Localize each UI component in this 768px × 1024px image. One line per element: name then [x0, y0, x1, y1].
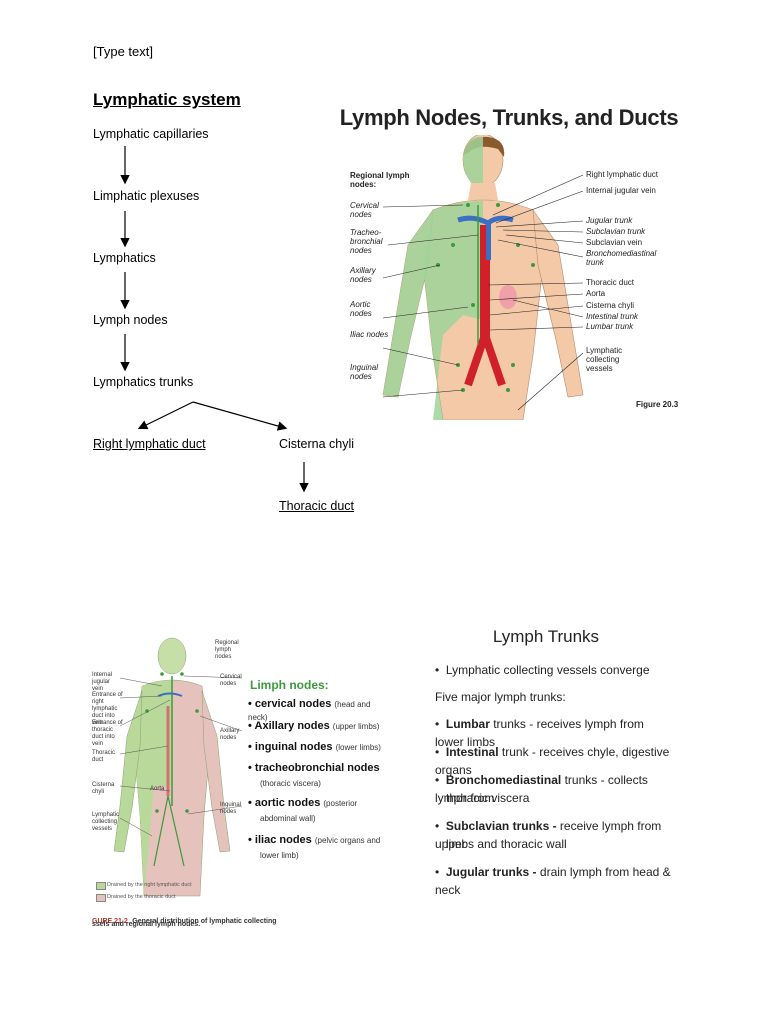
arrow-branch-right	[192, 401, 288, 431]
list-sub-abdominal-wall: abdominal wall)	[260, 814, 316, 823]
flow-step-plexuses: Limphatic plexuses	[93, 189, 200, 203]
flow-branch-right-duct: Right lymphatic duct	[93, 437, 206, 451]
body-illustration-2	[113, 637, 243, 897]
figure1-caption: Figure 20.3	[636, 400, 679, 409]
flow-branch-cisterna: Cisterna chyli	[279, 437, 355, 451]
slide-bullet-jugular: • Jugular trunks - drain lymph from head…	[435, 865, 671, 897]
label-lymphatic-collecting-vessels: Lymphatic collecting vessels	[586, 346, 623, 373]
label-aorta: Aorta	[586, 289, 606, 298]
label-regional-lymph-nodes: Regional lymph nodes:	[350, 171, 410, 189]
legend-thoracic-duct: Drained by the thoracic duct	[107, 894, 176, 900]
slide-bullet-intestinal: • Intestinal trunk - receives chyle, dig…	[435, 745, 670, 777]
label2-cisterna-chyli: Cisterna chyli	[92, 782, 115, 795]
body-illustration	[382, 135, 584, 420]
flow-arrows	[120, 146, 309, 493]
figure2-caption: GURE 21.2 General distribution of lympha…	[92, 918, 277, 925]
figure2-caption-line2: ssels and regional lymph nodes.	[92, 921, 201, 928]
flow-final-thoracic: Thoracic duct	[279, 499, 355, 513]
slide-bullet-bronchomediastinal: • Bronchomediastinal trunks - collects l…	[435, 773, 648, 805]
slide-bullet-lumbar: • Lumbar trunks - receives lymph from lo…	[435, 717, 644, 749]
label2-entrance-right-duct: Entrance of right lymphatic duct into ve…	[92, 692, 123, 726]
figure-lymph-node-distribution: Internal jugular vein Entrance of right …	[92, 636, 384, 938]
label2-regional-lymph-nodes: Regional lymph nodes	[215, 640, 239, 660]
label-thoracic-duct: Thoracic duct	[586, 278, 635, 287]
flow-step-trunks: Lymphatics trunks	[93, 375, 194, 389]
label2-internal-jugular-vein: Internal jugular vein	[92, 672, 113, 692]
label-internal-jugular-vein: Internal jugular vein	[586, 186, 656, 195]
slide-bullet-converge: • Lymphatic collecting vessels converge	[435, 663, 650, 677]
label-tracheobronchial-nodes: Tracheo-bronchial nodes	[350, 228, 383, 255]
list-item-tracheobronchial: • tracheobronchial nodes	[248, 762, 380, 774]
list-sub-thoracic-viscera: (thoracic viscera)	[260, 779, 321, 788]
legend-right-duct: Drained by the right lymphatic duct	[107, 882, 192, 888]
label2-cervical-nodes: Cervical nodes	[220, 674, 242, 687]
label2-collecting-vessels: Lymphatic collecting vessels	[92, 812, 120, 832]
slide-lymph-trunks: Lymph Trunks • Lymphatic collecting vess…	[421, 613, 671, 903]
list-item-axillary: • Axillary nodes (upper limbs)	[248, 720, 380, 732]
label2-axillary-nodes: Axillary nodes	[220, 728, 240, 741]
arrow-branch-left	[137, 401, 194, 430]
slide-subclavian-line2: limbs and thoracic wall	[446, 837, 567, 851]
list-item-inguinal: • inguinal nodes (lower limbs)	[248, 741, 381, 753]
label-right-lymphatic-duct: Right lymphatic duct	[586, 170, 659, 179]
label-inguinal-nodes: Inguinal nodes	[350, 363, 379, 381]
list-item-aortic: • aortic nodes (posterior	[248, 797, 358, 809]
list-item-iliac: • iliac nodes (pelvic organs and	[248, 834, 381, 846]
flow-step-capillaries: Lymphatic capillaries	[93, 127, 209, 141]
slide-bronchomediastinal-line2: thoracic viscera	[446, 791, 530, 805]
lymph-node-dots	[436, 203, 535, 392]
leader-lines-2	[119, 675, 243, 837]
vessels	[457, 205, 517, 387]
label-subclavian-trunk: Subclavian trunk	[586, 227, 646, 236]
label2-thoracic-duct: Thoracic duct	[92, 750, 116, 763]
section-title: Lymphatic system	[93, 90, 241, 109]
label-aortic-nodes: Aortic nodes	[350, 300, 372, 318]
label2-entrance-thoracic-duct: Entrance of thoracic duct into vein	[92, 720, 123, 747]
figure1-title: Lymph Nodes, Trunks, and Ducts	[339, 105, 679, 130]
label2-aorta: Aorta	[150, 786, 165, 792]
label-intestinal-trunk: Intestinal trunk	[586, 312, 639, 321]
figure-lymph-nodes-trunks-ducts: Lymph Nodes, Trunks, and Ducts	[328, 105, 690, 420]
vessels-2	[153, 676, 185, 867]
label-axillary-nodes: Axillary nodes	[350, 266, 376, 284]
legend-swatch-green	[96, 882, 106, 890]
label-jugular-trunk: Jugular trunk	[586, 216, 633, 225]
node-dots-2	[145, 672, 199, 813]
label-iliac-nodes: Iliac nodes	[350, 330, 389, 339]
flow-step-lymphatics: Lymphatics	[93, 251, 156, 265]
label-cervical-nodes: Cervical nodes	[350, 201, 379, 219]
label-lumbar-trunk: Lumbar trunk	[586, 322, 634, 331]
slide-bullet-subclavian: • Subclavian trunks - receive lymph from…	[435, 819, 662, 851]
limph-nodes-title: Limph nodes:	[250, 678, 329, 692]
flow-step-lymph-nodes: Lymph nodes	[93, 313, 168, 327]
slide-five-trunks: Five major lymph trunks:	[435, 690, 566, 704]
label2-inguinal-nodes: Inguinal nodes	[220, 802, 242, 815]
label-subclavian-vein: Subclavian vein	[586, 238, 643, 247]
list-item-cervical: • cervical nodes (head and neck)	[248, 698, 371, 722]
label-cisterna-chyli: Cisterna chyli	[586, 301, 635, 310]
slide-title: Lymph Trunks	[492, 627, 600, 646]
legend-swatch-pink	[96, 894, 106, 902]
page-header: [Type text]	[93, 44, 153, 59]
label-bronchomediastinal-trunk: Bronchomediastinal trunk	[586, 249, 657, 267]
leader-lines	[382, 174, 584, 411]
list-sub-lower-limb: lower limb)	[260, 851, 299, 860]
